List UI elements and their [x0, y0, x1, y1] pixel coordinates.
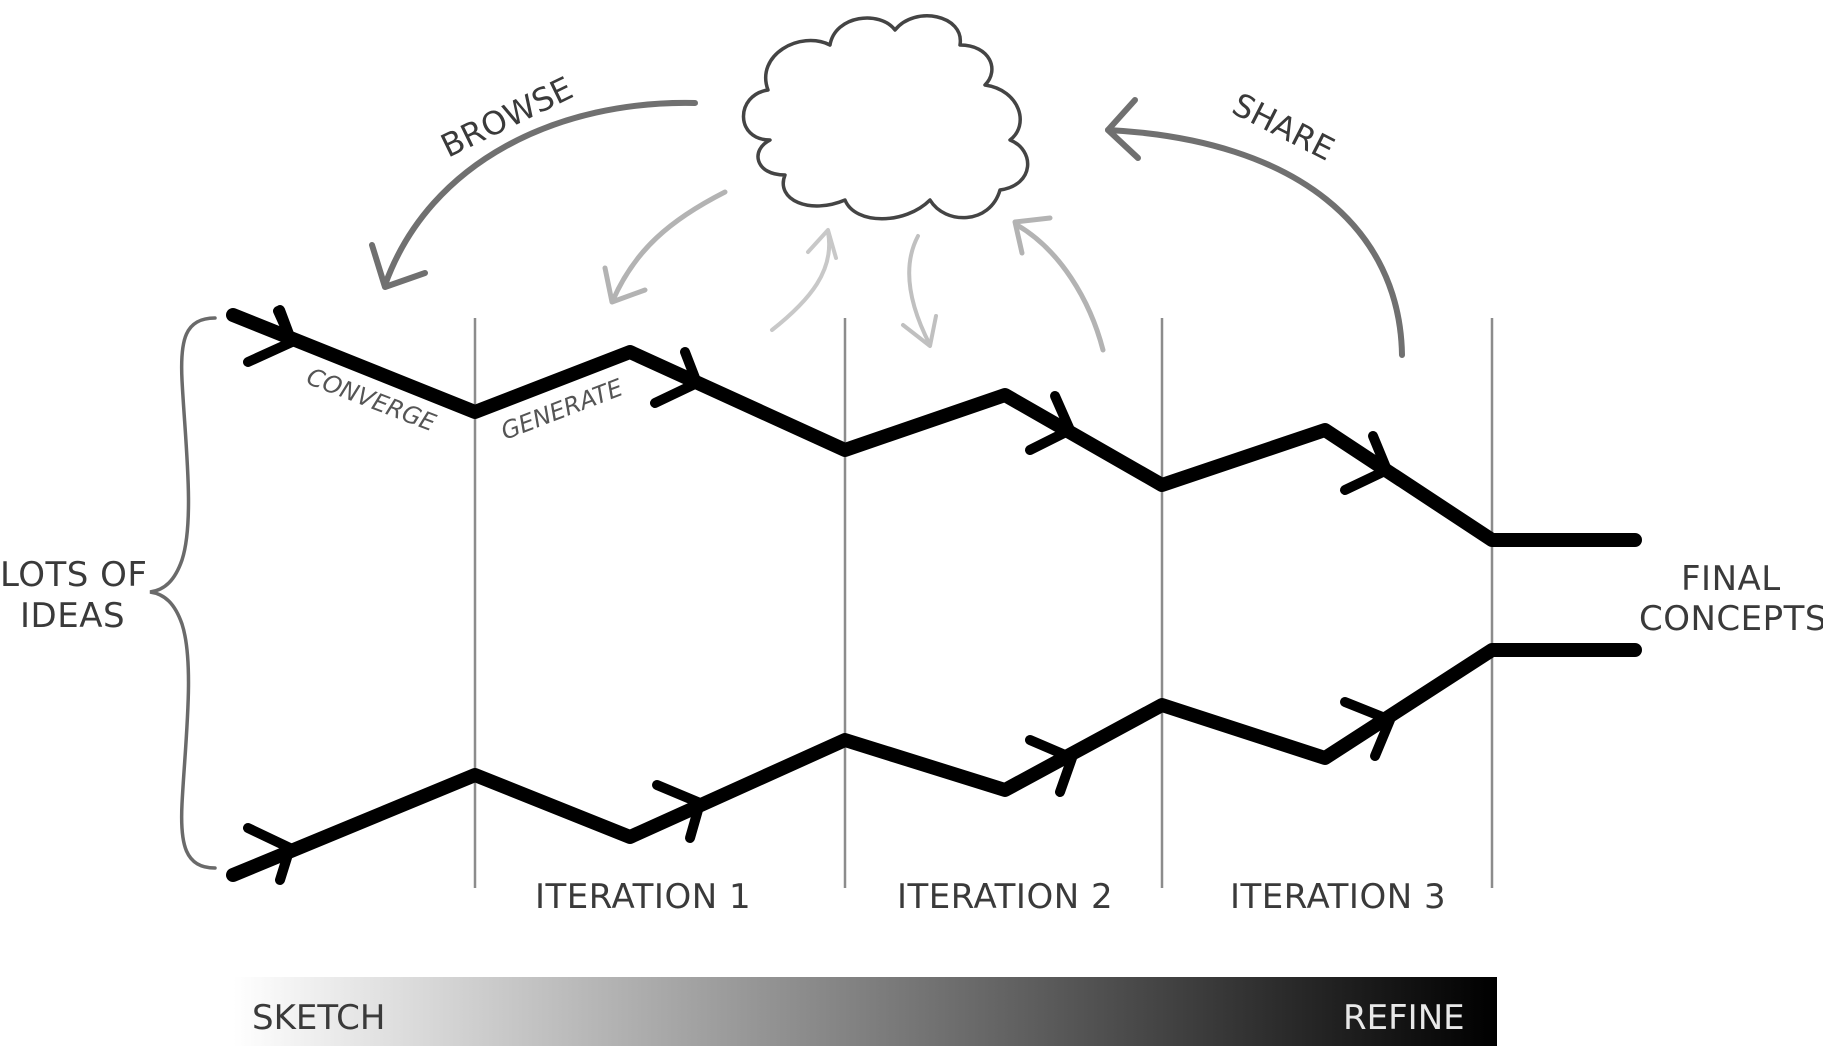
iteration-3-label: ITERATION 3 [1230, 877, 1446, 917]
iteration-2-label: ITERATION 2 [897, 877, 1113, 917]
lots-of-ideas-line1: LOTS OF [0, 555, 147, 595]
iteration-1-label: ITERATION 1 [535, 877, 751, 917]
sketch-refine-bar [233, 977, 1497, 1046]
cloud-to-iter1-arrow [610, 189, 728, 303]
browse-arrow [382, 99, 698, 288]
iter1-to-cloud-arrow [770, 230, 832, 332]
share-arrowhead-icon [1105, 97, 1141, 161]
cloud-to-iter2-arrowhead-icon [901, 314, 938, 348]
upper-chevron-1-icon [243, 305, 297, 367]
final-concepts-line1: FINAL [1681, 559, 1781, 599]
lower-chevron-2-icon [652, 780, 705, 843]
browse-arrowhead-icon [369, 242, 428, 290]
iter2-to-cloud-arrowhead-icon [1012, 215, 1053, 256]
iter1-to-cloud-arrowhead-icon [806, 228, 838, 260]
cloud-icon [741, 14, 1030, 221]
cloud-to-iter2-arrow [907, 234, 932, 347]
upper-chevron-2-icon [650, 347, 702, 408]
lower-path [226, 643, 1642, 882]
final-concepts-line2: CONCEPTS [1639, 599, 1823, 639]
upper-chevron-3-icon [1025, 391, 1075, 455]
lots-of-ideas-line2: IDEAS [20, 596, 125, 636]
upper-chevron-4-icon [1340, 431, 1392, 495]
refine-label: REFINE [1343, 998, 1465, 1038]
share-arrow [1105, 127, 1405, 358]
browse-label: BROWSE [435, 69, 579, 165]
cloud-to-iter1-arrowhead-icon [602, 265, 648, 305]
iter2-to-cloud-arrow [1014, 222, 1106, 353]
sketch-label: SKETCH [252, 998, 385, 1038]
lower-chevron-3-icon [1025, 735, 1077, 797]
brace-icon [149, 316, 217, 870]
lower-chevron-1-icon [243, 823, 295, 885]
upper-path [226, 308, 1642, 547]
lower-chevron-4-icon [1340, 697, 1395, 761]
